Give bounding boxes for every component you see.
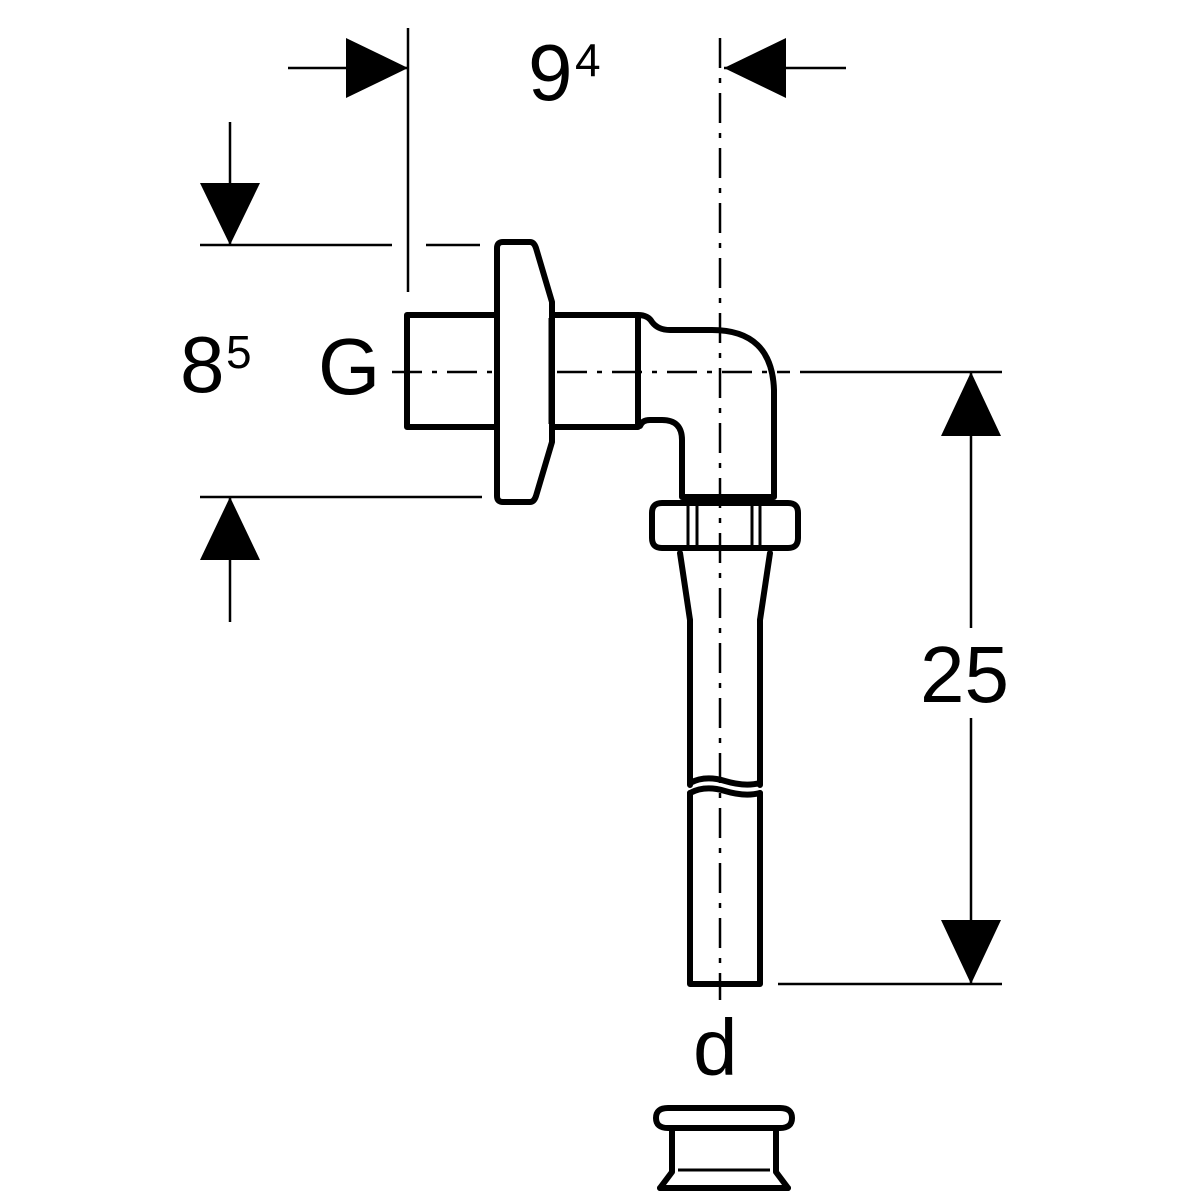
wall-rosette [494,239,555,505]
neck-tube [549,312,641,430]
dimension-label-sup: 5 [226,326,252,378]
seal-collar [653,1105,795,1131]
dimension-label-main: 8 [180,320,225,409]
arrow-up [941,372,1001,436]
arrow-down [200,183,260,245]
taper [677,550,773,623]
dimension-label-main: 9 [528,28,573,117]
elbow-body [635,312,777,500]
break-line-upper [687,775,763,788]
dimension-pipe-length: 25 [778,370,1009,986]
elbow-fitting [404,239,801,987]
arrow-up [200,497,260,560]
arrow-right [346,38,408,98]
outlet-diameter-label: d [693,1003,738,1092]
dimension-label: 25 [920,630,1009,719]
union-nut [649,500,801,551]
arrow-down [941,920,1001,984]
break-line-lower [687,785,763,798]
pipe-upper [687,617,763,788]
thread-label: G [318,322,380,411]
dimension-flange-height: 8 5 [180,122,482,622]
arrow-left [724,38,786,98]
dimension-label-sup: 4 [575,34,601,86]
seal-sleeve [653,1105,795,1191]
pipe-lower [687,790,763,987]
dimension-horizontal-offset: 9 4 [288,28,846,292]
seal-sides [657,1125,791,1191]
